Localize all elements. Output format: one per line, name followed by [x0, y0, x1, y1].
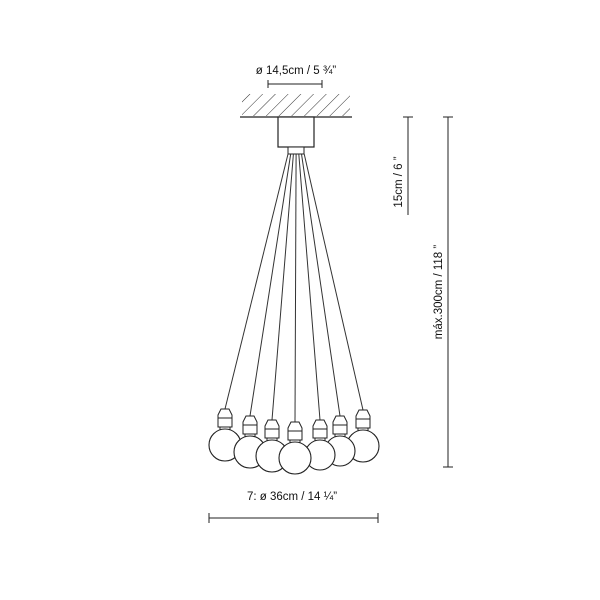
max-height-line: [443, 116, 453, 468]
bulb-cluster: [208, 408, 380, 475]
canopy: [277, 116, 315, 155]
cable: [301, 153, 341, 417]
canopy-height-line: [403, 116, 413, 215]
cable: [303, 153, 364, 411]
cable: [249, 153, 292, 417]
cable: [224, 153, 289, 410]
canopy-diameter-line: [267, 80, 323, 88]
cable: [294, 153, 297, 423]
ceiling: [240, 94, 352, 118]
canopy-height-label: 15cm / 6 ”: [393, 156, 405, 207]
spread-label: 7: ø 36cm / 14 ¼”: [247, 491, 337, 503]
bulb-glass: [278, 441, 312, 475]
max-height-label: máx.300cm / 118 ”: [433, 245, 445, 340]
bulb: [304, 419, 336, 471]
spread-line: [208, 513, 379, 523]
bulb: [278, 421, 312, 475]
cables: [224, 153, 364, 423]
canopy-diameter-label: ø 14,5cm / 5 ¾”: [256, 65, 337, 77]
cable: [298, 153, 321, 421]
bulb: [208, 408, 242, 462]
cable: [271, 153, 294, 421]
